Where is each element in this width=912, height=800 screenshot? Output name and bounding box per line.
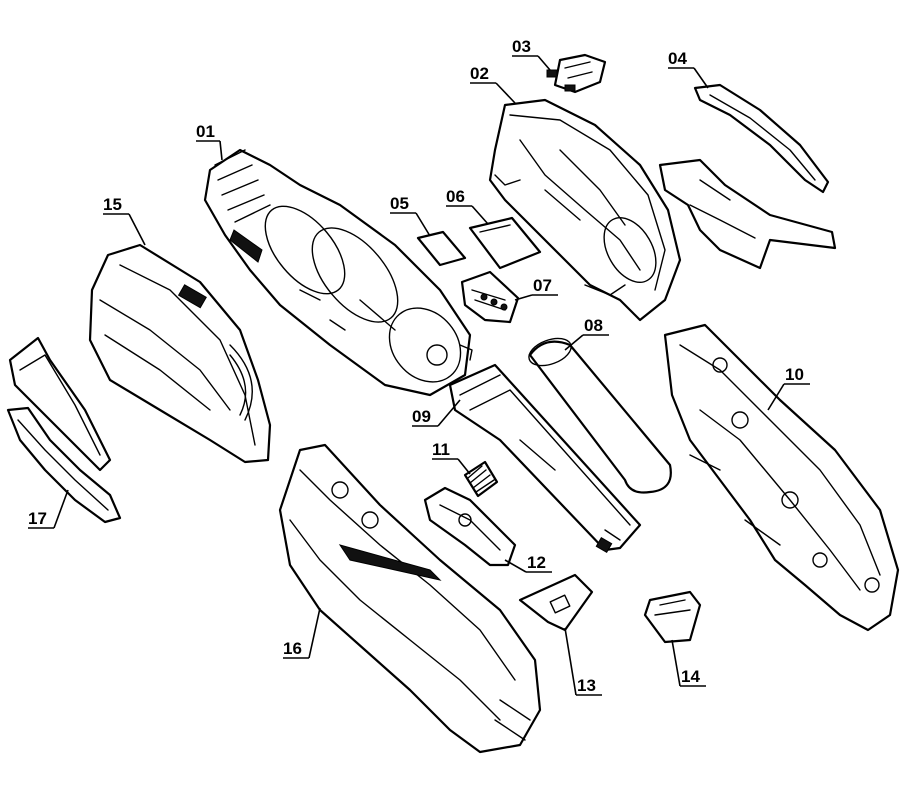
label-13: 13 bbox=[577, 676, 596, 695]
label-03: 03 bbox=[512, 37, 531, 56]
label-04: 04 bbox=[668, 49, 687, 68]
label-06: 06 bbox=[446, 187, 465, 206]
part-11-spring bbox=[463, 460, 499, 498]
label-17: 17 bbox=[28, 509, 47, 528]
part-04-slider bbox=[658, 83, 837, 270]
part-12-contact-plate bbox=[423, 486, 517, 567]
part-10-rear-housing bbox=[663, 323, 900, 632]
label-01: 01 bbox=[196, 122, 215, 141]
label-14: 14 bbox=[681, 667, 700, 686]
part-06-pad bbox=[468, 216, 542, 270]
label-11: 11 bbox=[432, 440, 450, 459]
label-07: 07 bbox=[533, 276, 552, 295]
part-16-handle bbox=[278, 443, 542, 754]
part-09-battery-holder bbox=[448, 363, 642, 554]
part-17-trim bbox=[6, 336, 122, 524]
part-15-housing-shell bbox=[88, 243, 272, 464]
label-02: 02 bbox=[470, 64, 489, 83]
label-16: 16 bbox=[283, 639, 302, 658]
label-15: 15 bbox=[103, 195, 122, 214]
part-02-front-housing bbox=[488, 98, 682, 322]
part-03-bracket bbox=[546, 53, 607, 94]
part-01-motor-gearbox bbox=[203, 148, 473, 397]
label-05: 05 bbox=[390, 194, 409, 213]
label-08: 08 bbox=[584, 316, 603, 335]
part-07-switch-module bbox=[460, 270, 520, 324]
label-09: 09 bbox=[412, 407, 431, 426]
label-10: 10 bbox=[785, 365, 804, 384]
part-05-pad bbox=[416, 230, 467, 267]
part-14-lock bbox=[643, 590, 702, 644]
callouts: 01 02 03 04 05 06 07 08 09 10 bbox=[28, 37, 810, 696]
label-12: 12 bbox=[527, 553, 546, 572]
part-13-cover bbox=[518, 573, 594, 632]
